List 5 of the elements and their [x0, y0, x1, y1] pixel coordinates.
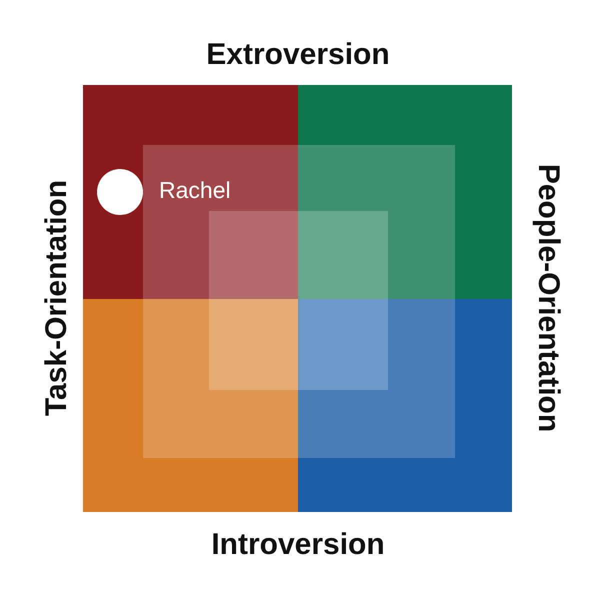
axis-label: Task-Orientation	[40, 180, 74, 416]
name-label: Rachel	[159, 177, 231, 204]
axis-label: Extroversion	[206, 38, 390, 72]
axis-label: Introversion	[211, 528, 385, 562]
axis-label: People-Orientation	[531, 164, 565, 432]
